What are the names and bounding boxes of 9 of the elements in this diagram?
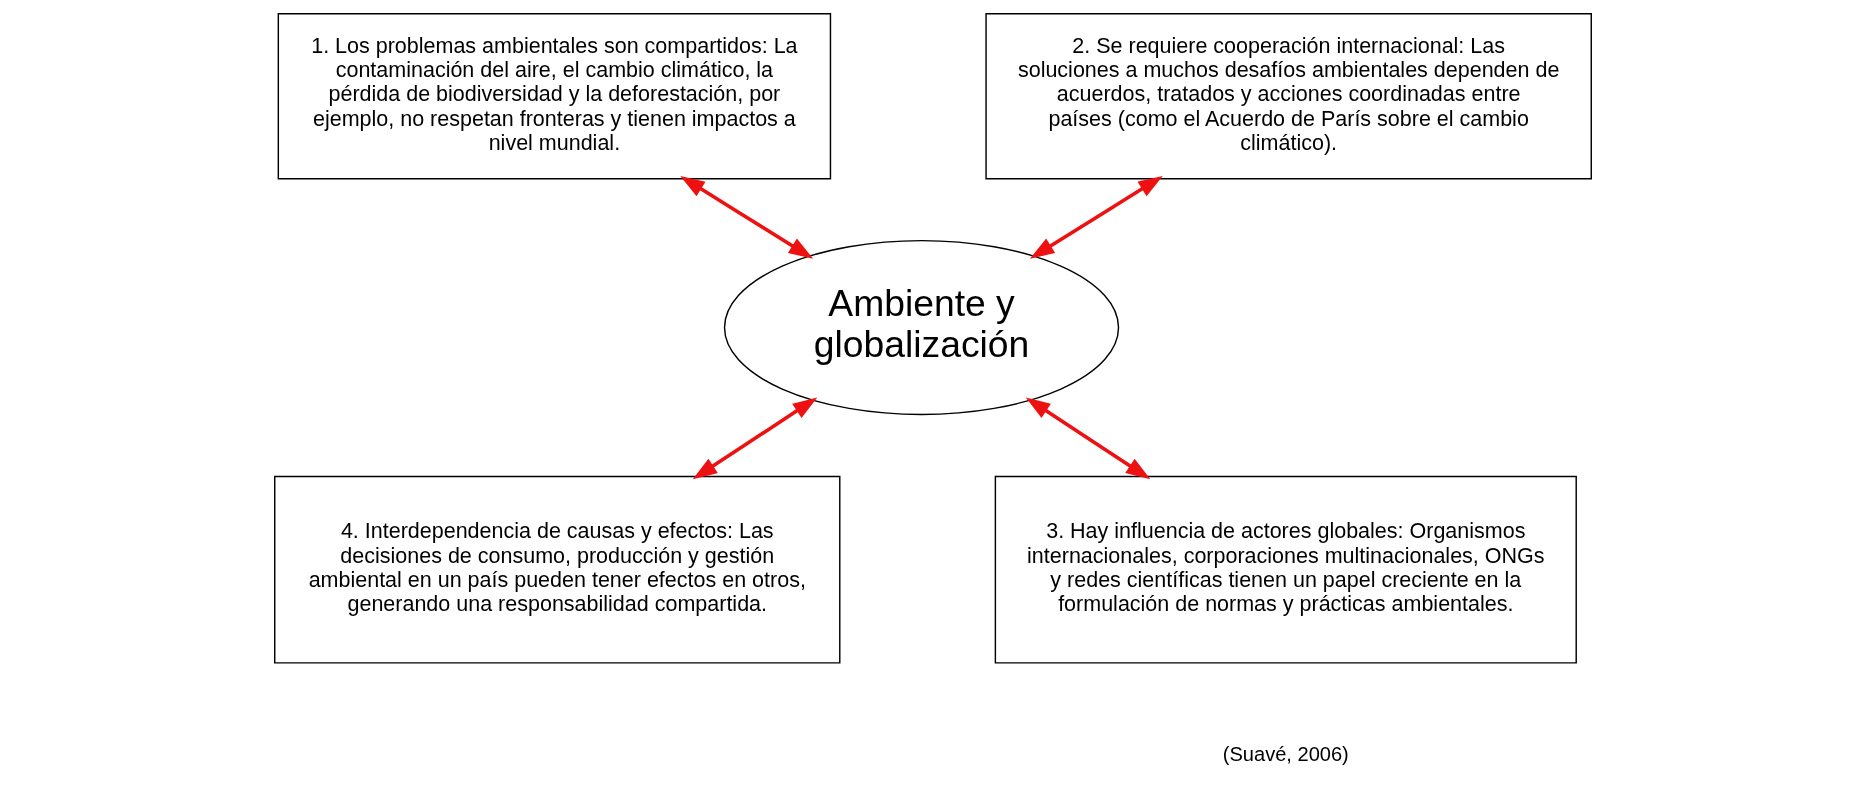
node-box: 2. Se requiere cooperación internacional: Las soluciones a muchos desafíos ambientales dependen de acuerdos, tratados y acciones coordinadas entre países (como el Acuerdo de París sobre el cambio climático). bbox=[985, 13, 1592, 180]
label: (Suavé, 2006) bbox=[1222, 742, 1349, 765]
arrow bbox=[1025, 397, 1151, 480]
node-box: 3. Hay influencia de actores globales: Organismos internacionales, corporaciones multinacionales, ONGs y redes científicas tienen un papel creciente en la formulación de normas y prácticas ambientales. bbox=[994, 475, 1577, 664]
node-box: 1. Los problemas ambientales son compartidos: La contaminación del aire, el cambio climático, la pérdida de biodiversidad y la deforestación, por ejemplo, no respetan fronteras y tienen impactos a nivel mundial. bbox=[277, 13, 832, 180]
node-box: 4. Interdependencia de causas y efectos: Las decisiones de consumo, producción y gestión ambiental en un país pueden tener efectos en otros, generando una responsabilidad compartida. bbox=[274, 475, 841, 664]
arrow bbox=[692, 397, 818, 480]
arrow bbox=[680, 176, 814, 259]
arrow bbox=[1029, 176, 1163, 259]
